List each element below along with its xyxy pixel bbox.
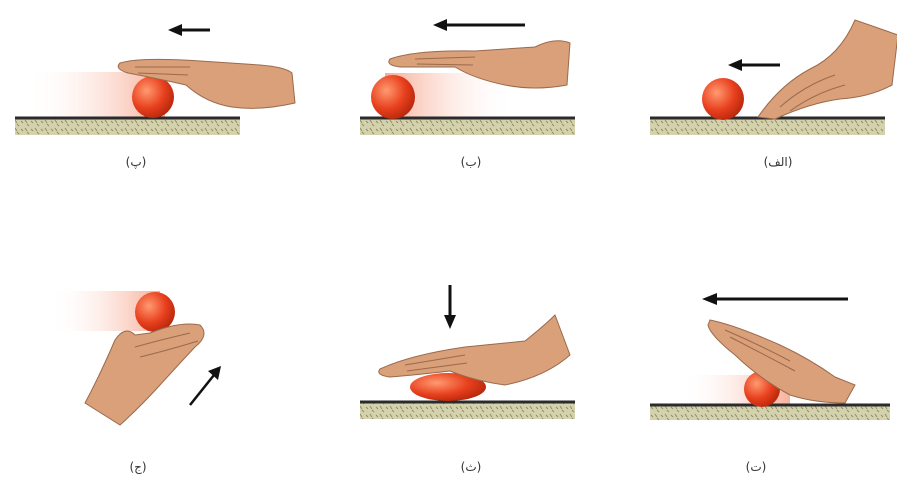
ball	[135, 292, 175, 332]
illustration-pe	[10, 15, 270, 175]
ball	[371, 75, 415, 119]
arrow-left	[433, 19, 525, 31]
arrow-up-right	[190, 366, 221, 405]
panel-label: (پ)	[106, 155, 166, 169]
ball	[132, 76, 174, 118]
panel-alef: (الف)	[640, 15, 897, 175]
panel-label: (الف)	[748, 155, 808, 169]
panel-label: (ت)	[726, 460, 786, 474]
panel-be: (ب)	[355, 15, 615, 175]
illustration-jim	[40, 285, 300, 445]
arrow-left	[702, 293, 848, 305]
arrow-down	[444, 285, 456, 329]
panel-te: (ت)	[640, 285, 897, 445]
ground	[650, 405, 890, 420]
ground	[15, 118, 240, 135]
panel-label: (ب)	[441, 155, 501, 169]
illustration-se	[355, 285, 615, 445]
panel-se: (ث)	[355, 285, 615, 445]
panel-jim: (ج)	[40, 285, 300, 445]
ground	[360, 118, 575, 135]
illustration-te	[640, 285, 897, 445]
hand	[85, 324, 204, 425]
ball	[702, 78, 744, 120]
panel-label: (ث)	[441, 460, 501, 474]
panel-label: (ج)	[108, 460, 168, 474]
panel-pe: (پ)	[10, 15, 270, 175]
illustration-be	[355, 15, 615, 175]
arrow-left	[168, 24, 210, 36]
illustration-alef	[640, 15, 897, 175]
hand	[379, 315, 570, 385]
arrow-left	[728, 59, 780, 71]
hand	[758, 20, 897, 119]
ground	[360, 402, 575, 419]
ground	[650, 118, 885, 135]
